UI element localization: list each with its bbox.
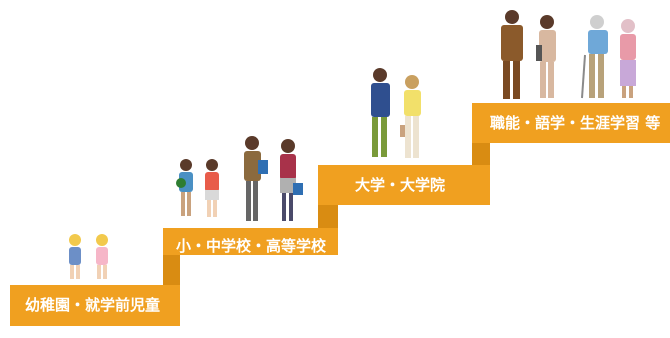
step-4-block [472,103,670,165]
step-4-label: 職能・語学・生涯学習 等 [490,114,661,132]
step-3-block [318,165,490,228]
adult-learners-figure [501,10,556,99]
senior-learners-figure [581,15,636,99]
high-school-students-figure [244,136,303,221]
university-students-figure [371,68,421,158]
elementary-students-figure [176,159,219,217]
step-1-label: 幼稚園・就学前児童 [25,296,161,314]
step-3-label: 大学・大学院 [355,176,446,194]
step-2-block [163,228,338,285]
kindergarten-children-figure [69,234,108,279]
step-1-block [10,285,180,326]
step-2-label: 小・中学校・高等学校 [176,237,327,255]
